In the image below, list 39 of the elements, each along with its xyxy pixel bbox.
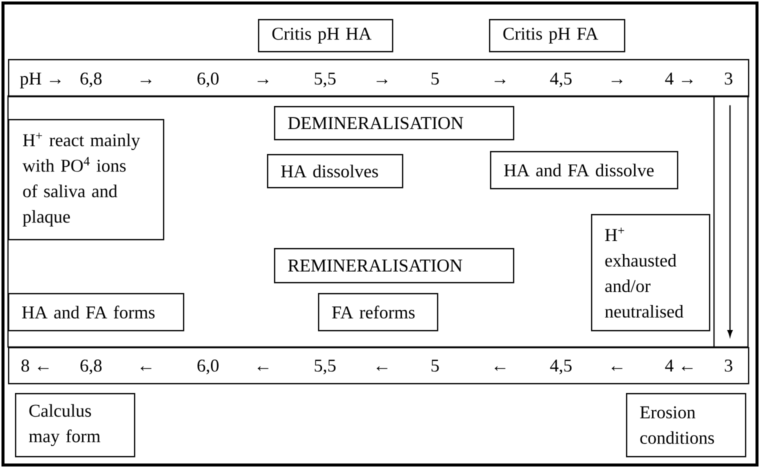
arrow bbox=[727, 105, 733, 337]
scale-label: 4,5 bbox=[550, 360, 572, 374]
scale-label: 5 bbox=[432, 360, 439, 372]
scale-label: ← bbox=[140, 366, 152, 371]
text-box: HA and FA forms bbox=[8, 293, 184, 332]
text-box: Calculus may form bbox=[15, 393, 136, 458]
scale-label: pH → bbox=[20, 72, 61, 88]
scale-label: ← bbox=[376, 366, 388, 371]
scale-label: 8 ← bbox=[21, 360, 49, 372]
scale-label: 3 bbox=[724, 72, 732, 85]
scale-label: ← bbox=[258, 366, 268, 371]
scale-label: 5 bbox=[432, 72, 439, 85]
scale-label: ← bbox=[612, 366, 622, 371]
heading-box: REMINERALISATION bbox=[274, 248, 514, 284]
scale-label: 4,5 bbox=[550, 72, 572, 88]
scale-label: ← bbox=[494, 366, 506, 371]
scale-label: 6,0 bbox=[198, 72, 219, 88]
scale-label: 5,5 bbox=[314, 72, 336, 88]
scale-label: 6,0 bbox=[198, 360, 219, 374]
scale-label: 5,5 bbox=[314, 360, 336, 374]
text-box: H$^{+}$ exhausted and/or neutralised bbox=[591, 214, 710, 332]
text-box: Erosion conditions bbox=[626, 393, 746, 458]
scale-label: → bbox=[140, 79, 152, 84]
text-box: FA reforms bbox=[318, 293, 438, 332]
scale-label: 4 ← bbox=[665, 360, 693, 372]
text-box: HA and FA dissolve bbox=[490, 151, 678, 190]
scale-label: → bbox=[258, 79, 268, 84]
scale-label: 3 bbox=[724, 360, 732, 372]
text-box: HA dissolves bbox=[267, 154, 404, 188]
heading-box: DEMINERALISATION bbox=[274, 106, 514, 140]
text-box: H$^{+}$ react mainly with PO$^{4}$ ions of saliva and plaque bbox=[8, 119, 164, 240]
scale-label: → bbox=[494, 79, 506, 84]
text-box: Critis pH FA bbox=[489, 19, 626, 52]
scale-label: 6,8 bbox=[80, 72, 102, 88]
scale-label: 4 → bbox=[665, 72, 693, 84]
scale-label: → bbox=[612, 79, 622, 84]
scale-label: → bbox=[376, 79, 388, 84]
scale-label: 6,8 bbox=[80, 360, 102, 374]
text-box: Critis pH HA bbox=[258, 19, 394, 52]
